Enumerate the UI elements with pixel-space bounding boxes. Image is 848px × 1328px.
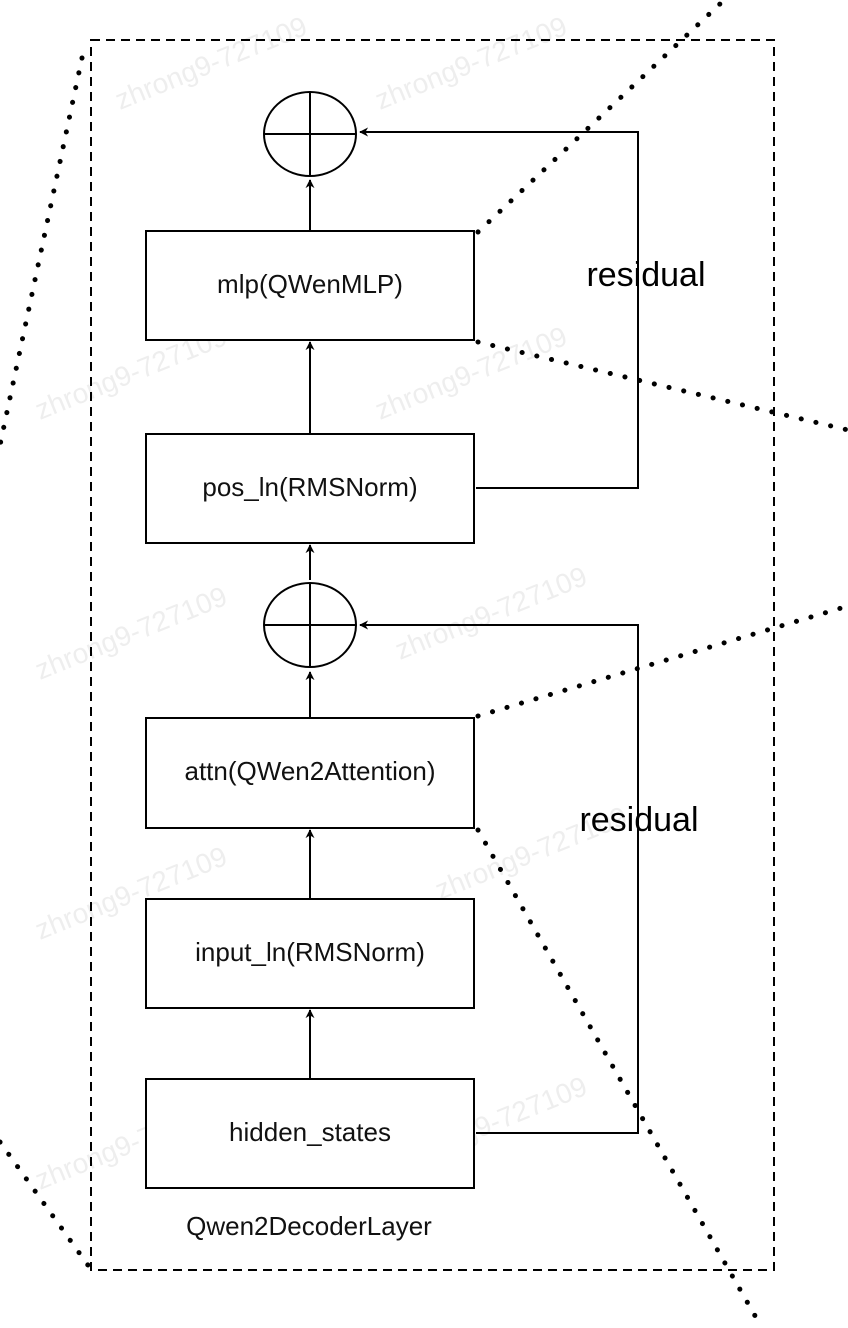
- node-hidden-states: hidden_states: [145, 1078, 475, 1189]
- connector-line-mid-right-lower: [475, 827, 765, 1328]
- connector-line-top-left: [0, 55, 85, 448]
- node-label-attn: attn(QWen2Attention): [185, 756, 436, 786]
- connector-line-top-right-upper: [475, 0, 725, 235]
- adder-bottom: [263, 582, 357, 668]
- residual-paths: [359, 127, 639, 1134]
- node-label-pos-ln: pos_ln(RMSNorm): [202, 472, 417, 502]
- watermark-text: zhrong9-727109: [371, 10, 572, 115]
- node-input-ln: input_ln(RMSNorm): [145, 898, 475, 1009]
- residual-label-bottom: residual: [579, 801, 698, 839]
- residual-path-top: [359, 127, 639, 489]
- adder-top: [263, 91, 357, 177]
- watermark-text: zhrong9-727109: [31, 580, 232, 685]
- decoder-layer-label: Qwen2DecoderLayer: [186, 1211, 432, 1241]
- node-label-hidden-states: hidden_states: [229, 1117, 391, 1147]
- connector-line-bottom-left: [0, 1139, 93, 1271]
- watermark-text: zhrong9-727109: [111, 10, 312, 115]
- node-pos-ln: pos_ln(RMSNorm): [145, 433, 475, 544]
- residual-path-bottom: [359, 620, 639, 1134]
- connector-line-top-right-lower: [475, 339, 848, 433]
- watermark-text: zhrong9-727109: [391, 560, 592, 665]
- residual-label-top: residual: [586, 256, 705, 294]
- node-mlp: mlp(QWenMLP): [145, 230, 475, 341]
- node-label-mlp: mlp(QWenMLP): [217, 269, 403, 299]
- node-attn: attn(QWen2Attention): [145, 717, 475, 829]
- node-label-input-ln: input_ln(RMSNorm): [195, 937, 425, 967]
- connector-line-mid-right-upper: [475, 603, 848, 719]
- decoder-layer-container: [90, 39, 775, 1271]
